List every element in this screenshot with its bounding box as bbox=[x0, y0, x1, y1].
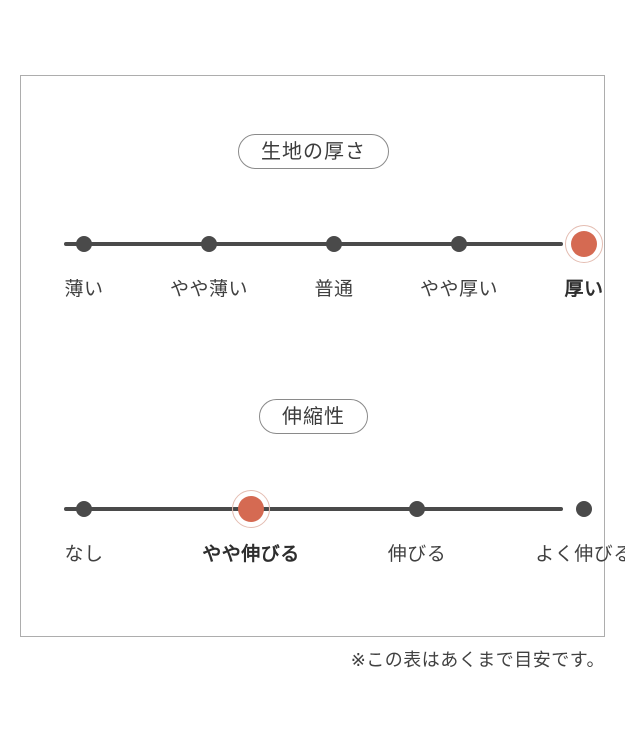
scale-title-stretch: 伸縮性 bbox=[259, 399, 368, 434]
scale-label-thickness-2: 普通 bbox=[314, 278, 354, 300]
scale-section-stretch: 伸縮性 なし やや伸びる bbox=[21, 399, 625, 575]
selected-dot-icon bbox=[571, 231, 597, 257]
scale-dot-icon bbox=[451, 236, 467, 252]
scale-track-thickness bbox=[21, 222, 606, 266]
scale-label-stretch-3: よく伸びる bbox=[535, 543, 625, 565]
disclaimer-note: ※この表はあくまで目安です。 bbox=[350, 650, 605, 671]
scale-dot-icon bbox=[76, 501, 92, 517]
scale-label-thickness-4-selected: 厚い bbox=[564, 278, 604, 300]
scale-title-wrap-thickness: 生地の厚さ bbox=[21, 134, 606, 169]
spec-card: 生地の厚さ bbox=[20, 75, 625, 637]
scale-title-thickness: 生地の厚さ bbox=[238, 134, 389, 169]
scale-label-stretch-2: 伸びる bbox=[387, 543, 447, 565]
scale-dot-icon bbox=[201, 236, 217, 252]
scale-dot-icon bbox=[326, 236, 342, 252]
scale-section-thickness: 生地の厚さ bbox=[21, 134, 606, 310]
selected-halo-ring-icon bbox=[232, 490, 270, 528]
selected-halo-ring-icon bbox=[565, 225, 603, 263]
scale-label-stretch-1-selected: やや伸びる bbox=[202, 543, 300, 565]
track-line-thickness bbox=[64, 242, 563, 246]
scale-labels-stretch: なし やや伸びる 伸びる よく伸びる bbox=[21, 541, 625, 575]
scale-label-stretch-0: なし bbox=[64, 543, 104, 565]
scale-dot-icon bbox=[576, 501, 592, 517]
scale-label-thickness-3: やや厚い bbox=[419, 278, 499, 300]
track-line-stretch bbox=[64, 507, 563, 511]
scale-dot-icon bbox=[409, 501, 425, 517]
scale-dot-icon bbox=[76, 236, 92, 252]
scale-title-wrap-stretch: 伸縮性 bbox=[21, 399, 606, 434]
scale-label-thickness-0: 薄い bbox=[64, 278, 104, 300]
scale-track-stretch bbox=[21, 487, 606, 531]
scale-label-thickness-1: やや薄い bbox=[169, 278, 249, 300]
selected-dot-icon bbox=[238, 496, 264, 522]
scale-labels-thickness: 薄い やや薄い 普通 やや厚い 厚い bbox=[21, 276, 606, 310]
